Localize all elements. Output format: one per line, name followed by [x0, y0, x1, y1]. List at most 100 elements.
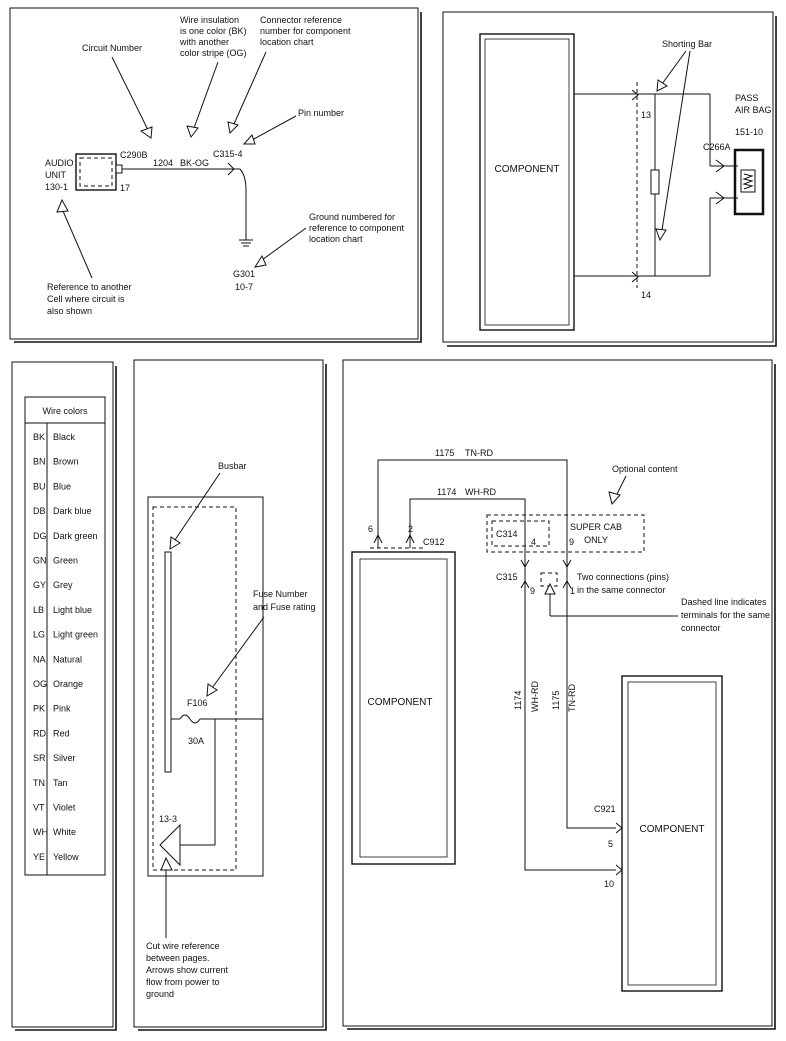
wire-1174-circuit: 1174 — [437, 487, 456, 497]
component-box-airbag — [479, 33, 575, 331]
legend-code-ye: YE — [33, 852, 45, 862]
component-label: COMPONENT — [495, 164, 560, 175]
legend-name-gn: Green — [53, 556, 78, 566]
legend-name-rd: Red — [53, 728, 70, 738]
dashed-note-line2: terminals for the same — [681, 610, 770, 620]
connector-ref-c315-4: C315-4 — [213, 149, 243, 159]
legend-name-dg: Dark green — [53, 531, 98, 541]
insulation-note-line4: color stripe (OG) — [180, 48, 247, 58]
cut-note-line1: Cut wire reference — [146, 941, 220, 951]
legend-title: Wire colors — [42, 406, 88, 416]
legend-name-gy: Grey — [53, 580, 73, 590]
panel-shorting-bar: COMPONENT 13 14 Shorting Bar C266A PASS … — [442, 11, 777, 347]
legend-table — [24, 396, 106, 876]
vert-color-wh-rd: WH-RD — [530, 681, 540, 712]
legend-code-bk: BK — [33, 432, 45, 442]
legend-code-pk: PK — [33, 704, 45, 714]
cut-wire-arrow — [159, 823, 181, 867]
dashed-note-line3: connector — [681, 623, 721, 633]
legend-code-bu: BU — [33, 481, 46, 491]
connector-c290b: C290B — [120, 150, 148, 160]
ground-ref-line2: 10-7 — [235, 282, 253, 292]
c912-pin-6: 6 — [368, 524, 373, 534]
connector-ref-note-line2: number for component — [260, 26, 351, 36]
cut-note-line2: between pages. — [146, 953, 210, 963]
legend-code-og: OG — [33, 679, 47, 689]
legend-code-dg: DG — [33, 531, 47, 541]
panel-connectors: COMPONENT COMPONENT 1175 TN-RD 1174 WH-R… — [342, 359, 776, 1030]
legend-name-lb: Light blue — [53, 605, 92, 615]
super-cab-line2: ONLY — [584, 535, 608, 545]
component-label-line2: UNIT — [45, 170, 66, 180]
legend-code-db: DB — [33, 506, 46, 516]
legend-name-ye: Yellow — [53, 852, 79, 862]
legend-code-gy: GY — [33, 580, 46, 590]
legend-name-bu: Blue — [53, 481, 71, 491]
legend-name-pk: Pink — [53, 704, 71, 714]
optional-content-label: Optional content — [612, 464, 678, 474]
shorting-bar-label: Shorting Bar — [662, 39, 712, 49]
fuse-note-line2: and Fuse rating — [253, 602, 316, 612]
c315-pin-9: 9 — [530, 586, 535, 596]
legend-name-bn: Brown — [53, 457, 79, 467]
pin-14: 14 — [641, 290, 651, 300]
right-component-label: COMPONENT — [640, 824, 705, 835]
legend-code-gn: GN — [33, 556, 47, 566]
optional-content-box — [486, 514, 645, 553]
legend-code-wh: WH — [33, 827, 48, 837]
c314-pin-9: 9 — [569, 537, 574, 547]
panel-circuit-anatomy: AUDIO UNIT 130-1 C290B 17 1204 BK-OG C31… — [9, 7, 422, 343]
legend-code-lb: LB — [33, 605, 44, 615]
busbar-label: Busbar — [218, 461, 247, 471]
reference-note-line2: Cell where circuit is — [47, 294, 125, 304]
c921-pin-5: 5 — [608, 839, 613, 849]
reference-note-line3: also shown — [47, 306, 92, 316]
pin-17: 17 — [120, 183, 130, 193]
connector-c314: C314 — [496, 529, 518, 539]
c912-pin-2: 2 — [408, 524, 413, 534]
legend-code-lg: LG — [33, 630, 45, 640]
circuit-1204: 1204 — [153, 158, 173, 168]
vert-circuit-1174: 1174 — [513, 691, 523, 710]
cut-ref: 13-3 — [159, 814, 177, 824]
vert-circuit-1175: 1175 — [551, 691, 561, 710]
c315-pin-1: 1 — [570, 586, 575, 596]
wire-1174-color: WH-RD — [465, 487, 496, 497]
dashed-note-line1: Dashed line indicates — [681, 597, 767, 607]
circuit-number-label: Circuit Number — [82, 43, 142, 53]
connector-c912: C912 — [423, 537, 445, 547]
two-connections-note-line2: in the same connector — [577, 585, 666, 595]
panel-busbar-fuse: Busbar Fuse Number and Fuse rating F106 … — [133, 359, 327, 1031]
fuse-number: F106 — [187, 698, 208, 708]
super-cab-line1: SUPER CAB — [570, 522, 622, 532]
connector-ref-note-line3: location chart — [260, 37, 314, 47]
airbag-module — [733, 148, 765, 216]
airbag-label-line3: 151-10 — [735, 127, 763, 137]
legend-code-rd: RD — [33, 728, 46, 738]
legend-code-bn: BN — [33, 457, 46, 467]
ground-note-line2: reference to component — [309, 223, 405, 233]
legend-name-db: Dark blue — [53, 506, 92, 516]
insulation-note-line1: Wire insulation — [180, 15, 239, 25]
insulation-note-line2: is one color (BK) — [180, 26, 247, 36]
pin-number-label: Pin number — [298, 108, 344, 118]
legend-name-wh: White — [53, 827, 76, 837]
wire-color-bk-og: BK-OG — [180, 158, 209, 168]
component-label-line1: AUDIO — [45, 158, 74, 168]
connector-c921: C921 — [594, 804, 616, 814]
component-box-left — [351, 551, 456, 865]
legend-name-lg: Light green — [53, 630, 98, 640]
busbar — [164, 551, 172, 773]
legend-name-tn: Tan — [53, 778, 68, 788]
vert-color-tn-rd: TN-RD — [567, 684, 577, 712]
legend-code-vt: VT — [33, 803, 45, 813]
ground-note-line3: location chart — [309, 234, 363, 244]
legend-name-na: Natural — [53, 654, 82, 664]
connector-ref-note-line1: Connector reference — [260, 15, 342, 25]
ground-note-line1: Ground numbered for — [309, 212, 395, 222]
airbag-label-line2: AIR BAG — [735, 105, 772, 115]
legend-name-sr: Silver — [53, 753, 76, 763]
